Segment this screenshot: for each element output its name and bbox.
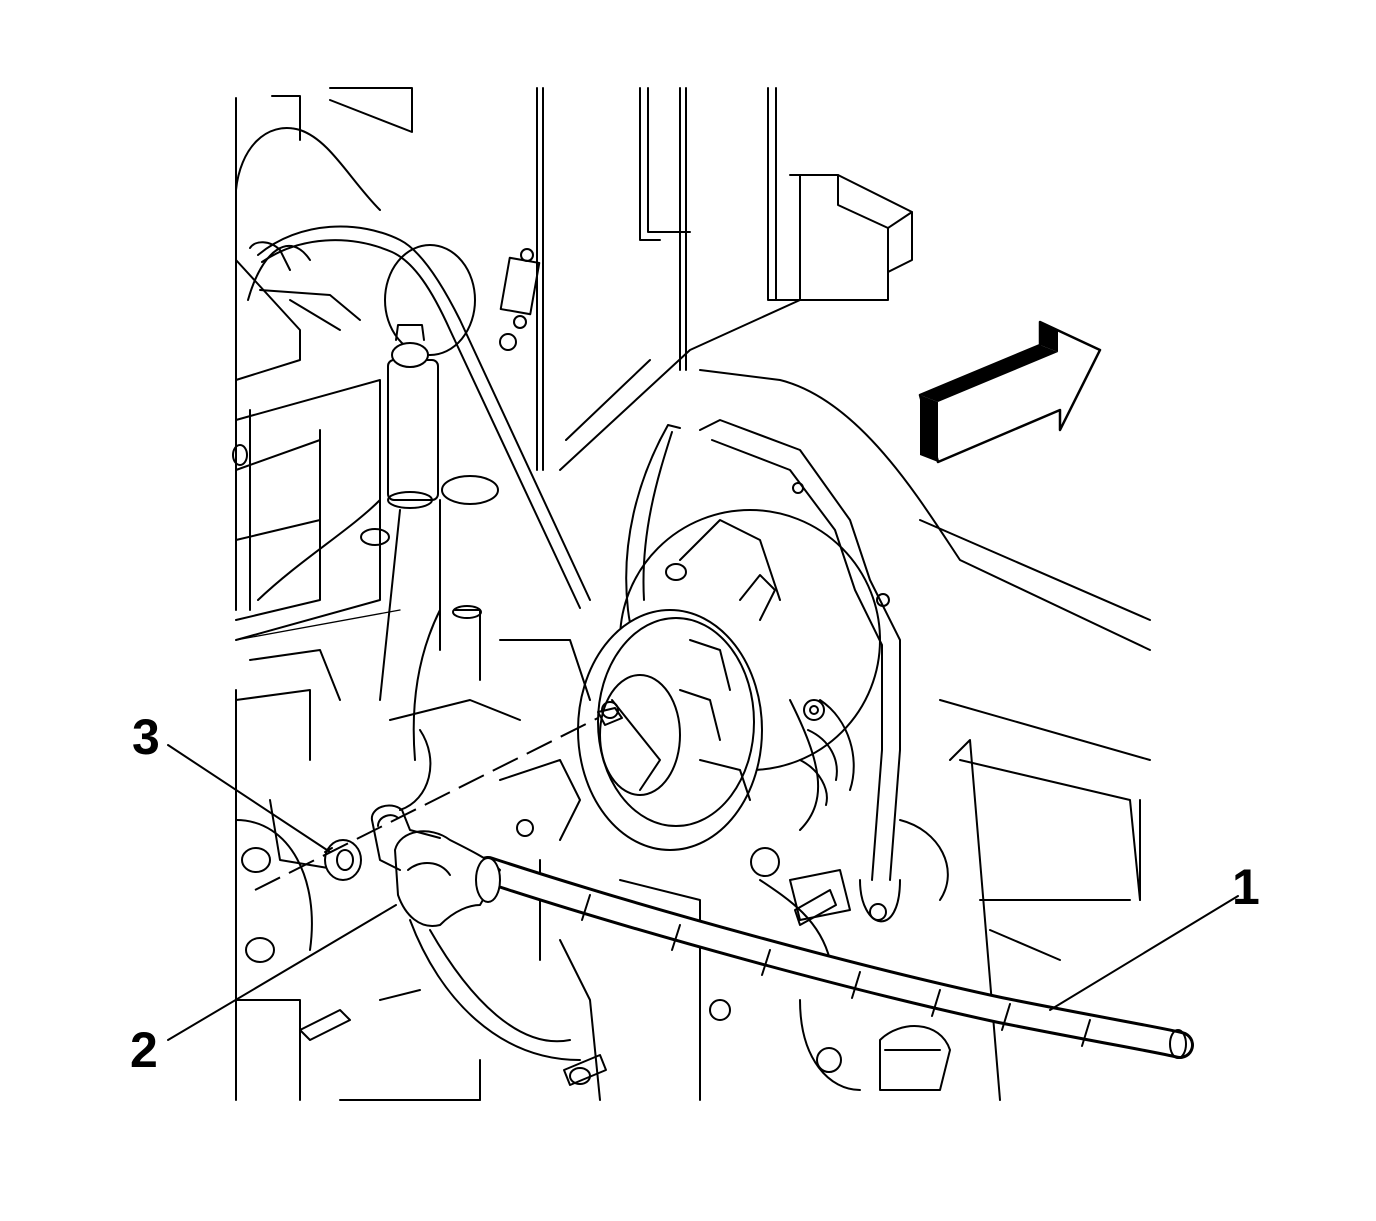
callout-1: 1 [1232, 859, 1260, 915]
callout-2: 2 [130, 1022, 158, 1078]
cable-terminal [370, 804, 441, 871]
body-structure [499, 87, 1151, 961]
stud-centerline [254, 707, 623, 891]
front-direction-arrow-icon [918, 320, 1102, 464]
generator [577, 509, 881, 877]
engine-block-lower [235, 605, 1001, 1101]
tensioner [379, 324, 499, 701]
drive-belt [249, 225, 591, 609]
callout-3: 3 [132, 709, 160, 765]
leader-lines [167, 744, 1239, 1041]
engine-upper-left [232, 87, 413, 1101]
battery-positive-cable [394, 830, 1194, 1059]
